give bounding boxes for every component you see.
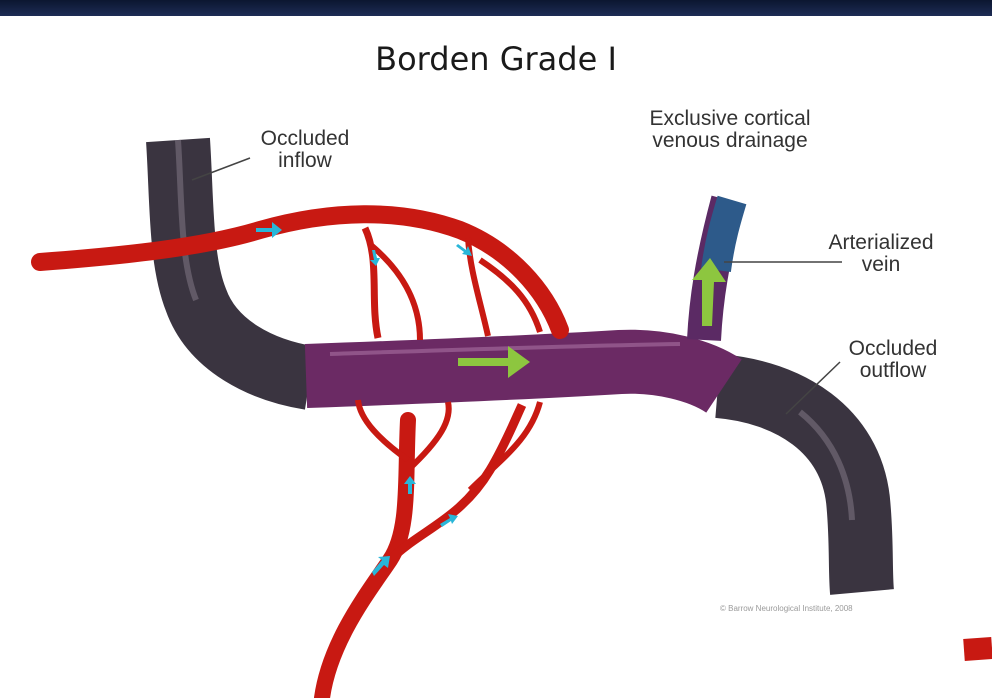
flow-arrow-small [404, 476, 416, 494]
flow-arrow-small [456, 244, 472, 256]
arterialized-sinus [304, 329, 742, 414]
flow-arrow-small [372, 556, 390, 576]
label-occluded-outflow: Occluded outflow [848, 337, 938, 382]
artery-branch [465, 237, 491, 337]
flow-arrow-small [440, 514, 458, 527]
slide-title: Borden Grade I [375, 40, 617, 78]
occluded-outflow-vein [714, 354, 894, 595]
artery-branch [467, 401, 543, 493]
artery-branch [361, 226, 382, 339]
feeding-artery-left [31, 205, 569, 339]
label-arterialized-vein: Arterialized vein [828, 231, 934, 276]
copyright-text: © Barrow Neurological Institute, 2008 [720, 604, 853, 613]
leader-line-inflow [191, 157, 251, 181]
flow-arrow-large [692, 258, 726, 326]
artery-branch [405, 401, 452, 473]
artery-branch [370, 243, 423, 341]
label-cortical-drainage: Exclusive cortical venous drainage [649, 107, 811, 152]
occluded-inflow-vein [146, 137, 316, 410]
artery-branch [478, 257, 543, 333]
artery-stub-right [963, 637, 992, 661]
top-bar [0, 0, 992, 16]
label-occluded-inflow: Occluded inflow [260, 127, 350, 172]
flow-arrow-small [256, 222, 282, 238]
flow-arrow-small [370, 250, 380, 266]
leader-line-outflow [785, 361, 841, 415]
artery-branch [355, 399, 410, 463]
flow-arrow-large [458, 346, 530, 378]
